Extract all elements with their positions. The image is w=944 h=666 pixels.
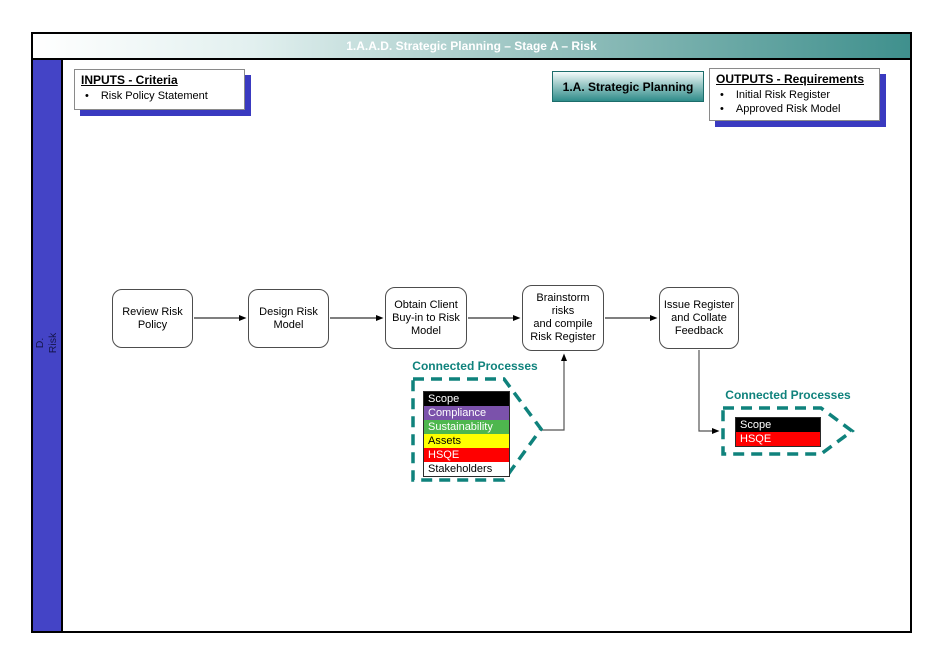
title-bar: 1.A.A.D. Strategic Planning – Stage A – …	[31, 32, 912, 60]
connected-process-item: Assets	[424, 434, 509, 448]
outputs-bullet-item: Approved Risk Model	[716, 102, 873, 116]
page-title: 1.A.A.D. Strategic Planning – Stage A – …	[346, 39, 597, 53]
outputs-panel-items: Initial Risk RegisterApproved Risk Model	[716, 88, 873, 116]
stage-planning-label: 1.A. Strategic Planning	[562, 79, 694, 94]
process-step-issue-register: Issue Register and Collate Feedback	[659, 287, 739, 349]
connected-process-item: Compliance	[424, 406, 509, 420]
outputs-panel: OUTPUTS - Requirements Initial Risk Regi…	[709, 68, 880, 121]
process-step-brainstorm-risks: Brainstorm risks and compile Risk Regist…	[522, 285, 604, 351]
inputs-panel: INPUTS - Criteria Risk Policy Statement	[74, 69, 245, 110]
stage-code: D.	[34, 337, 46, 349]
stage-planning-box: 1.A. Strategic Planning	[552, 71, 704, 102]
connected-process-item: HSQE	[736, 432, 820, 446]
inputs-panel-title: INPUTS - Criteria	[81, 73, 178, 87]
connected-process-item: Scope	[424, 392, 509, 406]
process-step-obtain-client-buy-in: Obtain Client Buy-in to Risk Model	[385, 287, 467, 349]
connected-process-item: Sustainability	[424, 420, 509, 434]
connected-process-item: Stakeholders	[424, 462, 509, 476]
connected-processes-2-title: Connected Processes	[725, 388, 851, 402]
connected-processes-1-title: Connected Processes	[412, 359, 538, 373]
outputs-bullet-item: Initial Risk Register	[716, 88, 873, 102]
stage-name: Risk	[47, 332, 59, 354]
connected-process-item: Scope	[736, 418, 820, 432]
connected-process-item: HSQE	[424, 448, 509, 462]
outputs-panel-title: OUTPUTS - Requirements	[716, 72, 865, 86]
inputs-panel-items: Risk Policy Statement	[81, 89, 238, 103]
process-step-design-risk-model: Design Risk Model	[248, 289, 329, 348]
stage-sidebar	[33, 60, 63, 631]
inputs-bullet-item: Risk Policy Statement	[81, 89, 238, 103]
stage-sidebar-label: D. Risk	[34, 311, 62, 375]
process-step-review-risk-policy: Review Risk Policy	[112, 289, 193, 348]
